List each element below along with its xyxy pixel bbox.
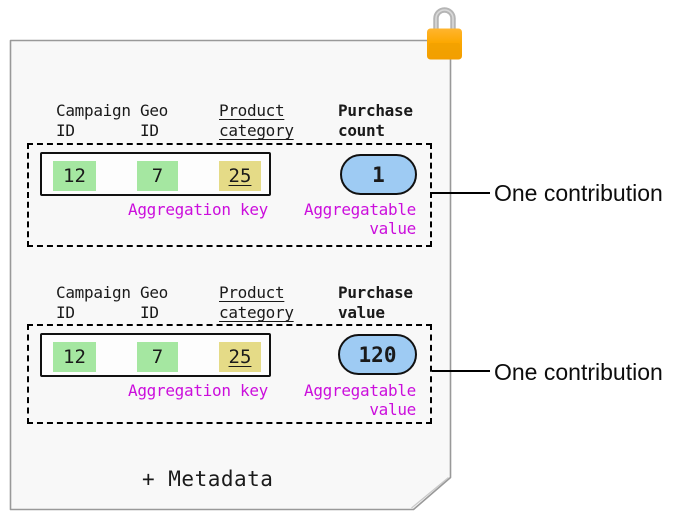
key-cell-geo-id: 7 — [137, 161, 178, 191]
column-header-product-category: Product category — [219, 283, 294, 322]
column-header-geo-id: Geo ID — [140, 283, 168, 322]
key-cell-product-category: 25 — [219, 161, 261, 191]
contribution-dashed-box — [27, 143, 432, 247]
contribution-connector-line — [432, 192, 490, 194]
column-header-product-category: Product category — [219, 101, 294, 140]
key-cell-product-category: 25 — [219, 342, 261, 372]
sheet-fold-line — [411, 477, 449, 509]
contribution-dashed-box — [27, 324, 432, 424]
aggregatable-value-label: Aggregatable value — [304, 381, 416, 419]
column-header-purchase-value: Purchase value — [338, 283, 413, 322]
one-contribution-label: One contribution — [494, 180, 663, 206]
contribution-connector-line — [432, 370, 490, 372]
column-header-geo-id: Geo ID — [140, 101, 168, 140]
key-cell-campaign-id: 12 — [53, 161, 96, 191]
aggregatable-value-label: Aggregatable value — [304, 200, 416, 238]
aggregation-key-label: Aggregation key — [128, 381, 268, 400]
column-header-purchase-count: Purchase count — [338, 101, 413, 140]
column-header-campaign-id: Campaign ID — [56, 101, 131, 140]
aggregatable-value-pill: 120 — [338, 334, 417, 375]
metadata-label: + Metadata — [142, 467, 274, 491]
key-cell-campaign-id: 12 — [53, 342, 96, 372]
key-cell-geo-id: 7 — [137, 342, 178, 372]
aggregation-key-label: Aggregation key — [128, 200, 268, 219]
lock-icon — [427, 7, 462, 60]
one-contribution-label: One contribution — [494, 359, 663, 385]
aggregatable-value-pill: 1 — [340, 154, 417, 195]
column-header-campaign-id: Campaign ID — [56, 283, 131, 322]
